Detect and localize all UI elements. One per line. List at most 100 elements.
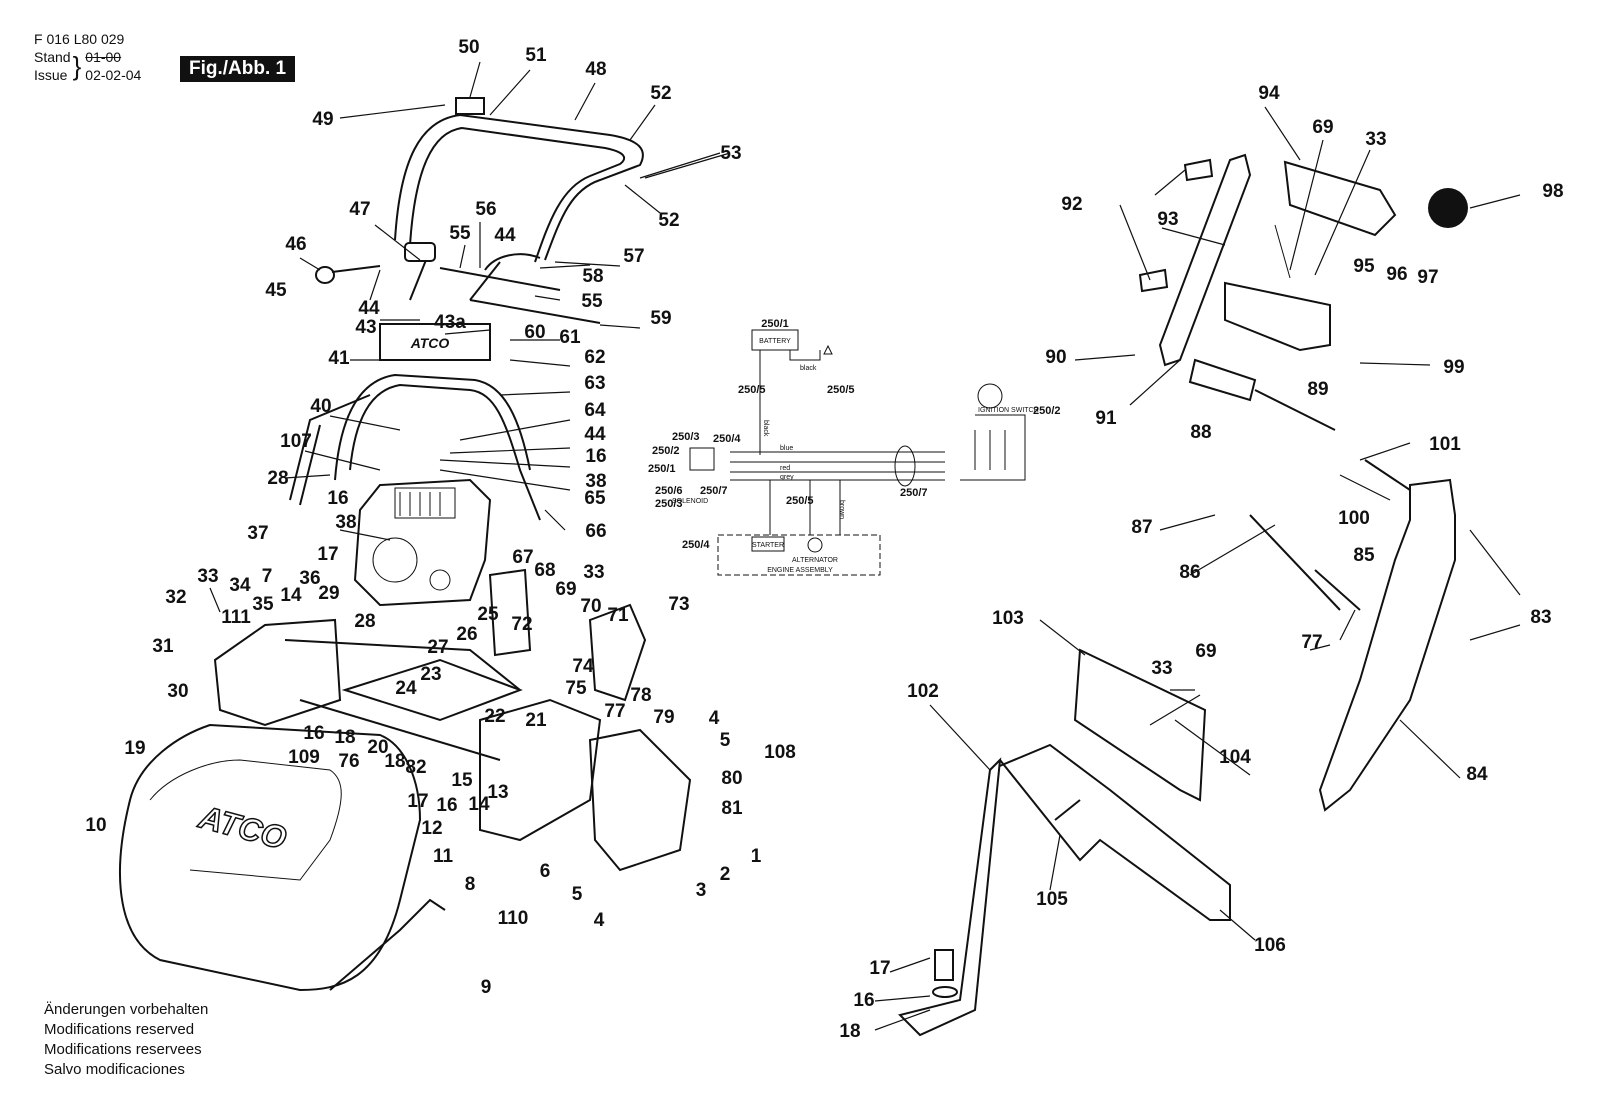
callout-label: 1 <box>751 846 762 867</box>
callout-label: 83 <box>1530 607 1551 628</box>
black-wire-label-top: black <box>800 365 817 372</box>
wiring-ref: 250/5 <box>827 384 855 396</box>
callout-label: 38 <box>335 512 356 533</box>
callout-label: 81 <box>721 798 743 819</box>
wiring-ref: 250/6 <box>655 485 683 497</box>
callout-label: 32 <box>165 587 186 608</box>
callout-label: 36 <box>299 568 320 589</box>
ignition-switch-label: IGNITION SWITCH <box>978 407 1039 414</box>
callout-label: 68 <box>534 560 555 581</box>
revision-values: 01-00 02-02-04 <box>85 48 141 84</box>
callout-label: 26 <box>456 624 477 645</box>
callout-label: 5 <box>720 730 731 751</box>
callout-label: 9 <box>481 977 492 998</box>
callout-label: 20 <box>367 737 388 758</box>
solenoid-label: SOLENOID <box>672 498 708 505</box>
document-header: F 016 L80 029 Stand Issue } 01-00 02-02-… <box>34 30 141 84</box>
callout-label: 41 <box>328 348 350 369</box>
callout-label: 5 <box>572 884 583 905</box>
brace-symbol: } <box>72 51 82 81</box>
callout-label: 28 <box>267 468 288 489</box>
red-wire-label: red <box>780 465 790 472</box>
wiring-ref: 250/5 <box>738 384 766 396</box>
handle-assembly-drawing: ATCO <box>289 97 644 521</box>
callout-label: 19 <box>124 738 145 759</box>
black-wire-label-vertical: black <box>762 420 769 437</box>
stand-value: 01-00 <box>85 49 122 65</box>
callout-label: 21 <box>525 710 547 731</box>
callout-label: 88 <box>1190 422 1211 443</box>
wiring-ref: 250/1 <box>761 318 789 330</box>
callout-label: 16 <box>853 990 874 1011</box>
callout-label: 95 <box>1353 256 1375 277</box>
callout-label: 56 <box>475 199 496 220</box>
callout-label: 100 <box>1338 508 1370 529</box>
callout-label: 98 <box>1542 181 1563 202</box>
callout-label: 106 <box>1254 935 1286 956</box>
wiring-ref: 250/3 <box>672 431 700 443</box>
wiring-ref: 250/5 <box>786 495 814 507</box>
starter-label: STARTER <box>752 542 784 549</box>
callout-label: 29 <box>318 583 339 604</box>
callout-label: 99 <box>1443 357 1464 378</box>
callout-label: 111 <box>221 607 251 628</box>
callout-label: 47 <box>349 199 370 220</box>
callout-label: 43a <box>434 312 466 333</box>
callout-label: 52 <box>658 210 679 231</box>
engine-drawing <box>353 478 492 607</box>
callout-label: 44 <box>584 424 606 445</box>
wiring-ref: 250/7 <box>900 487 928 499</box>
callout-label: 44 <box>494 225 516 246</box>
callout-label: 16 <box>585 446 606 467</box>
callout-label: 69 <box>555 579 576 600</box>
callout-label: 31 <box>152 636 174 657</box>
issue-label: Issue <box>34 67 68 83</box>
note-line: Salvo modificaciones <box>44 1061 185 1078</box>
wiring-ref: 250/3 <box>655 498 683 510</box>
mounting-bracket-drawing <box>898 648 1231 1037</box>
callout-label: 103 <box>992 608 1024 629</box>
callout-label: 7 <box>262 566 273 587</box>
callout-label: 13 <box>487 782 508 803</box>
callout-label: 22 <box>484 706 505 727</box>
callout-label: 51 <box>525 45 547 66</box>
callout-label: 18 <box>384 751 405 772</box>
callout-label: 105 <box>1036 889 1068 910</box>
callout-label: 11 <box>433 846 454 867</box>
callout-label: 90 <box>1045 347 1066 368</box>
callout-label: 40 <box>310 396 331 417</box>
callout-label: 87 <box>1131 517 1152 538</box>
callout-label: 55 <box>449 223 471 244</box>
svg-text:ATCO: ATCO <box>195 798 291 856</box>
callout-label: 55 <box>581 291 603 312</box>
callout-label: 35 <box>252 594 274 615</box>
callout-label: 16 <box>303 723 324 744</box>
chassis-drawing <box>213 568 692 872</box>
callout-label: 67 <box>512 547 533 568</box>
wiring-ref: 250/2 <box>1033 405 1061 417</box>
callout-label: 34 <box>229 575 251 596</box>
callout-label: 89 <box>1307 379 1328 400</box>
callout-label: 84 <box>1466 764 1488 785</box>
callout-label: 14 <box>280 585 302 606</box>
brown-wire-label: brown <box>838 500 845 519</box>
callout-label: 59 <box>650 308 671 329</box>
callout-label: 33 <box>583 562 604 583</box>
callout-label: 33 <box>1365 129 1386 150</box>
callout-label: 23 <box>420 664 441 685</box>
callout-label: 92 <box>1061 194 1082 215</box>
wiring-diagram: BATTERY black black blue red grey SOLENO… <box>648 318 1061 576</box>
callout-label: 76 <box>338 751 359 772</box>
callout-label: 24 <box>395 678 417 699</box>
wiring-ref: 250/7 <box>700 485 728 497</box>
callout-label: 102 <box>907 681 939 702</box>
callout-label: 18 <box>334 727 355 748</box>
callout-label: 4 <box>594 910 605 931</box>
callout-label: 43 <box>355 317 376 338</box>
callout-label: 14 <box>468 794 490 815</box>
callout-label: 58 <box>582 266 603 287</box>
callout-label: 16 <box>327 488 348 509</box>
callout-label: 18 <box>839 1021 860 1042</box>
callout-label: 28 <box>354 611 375 632</box>
